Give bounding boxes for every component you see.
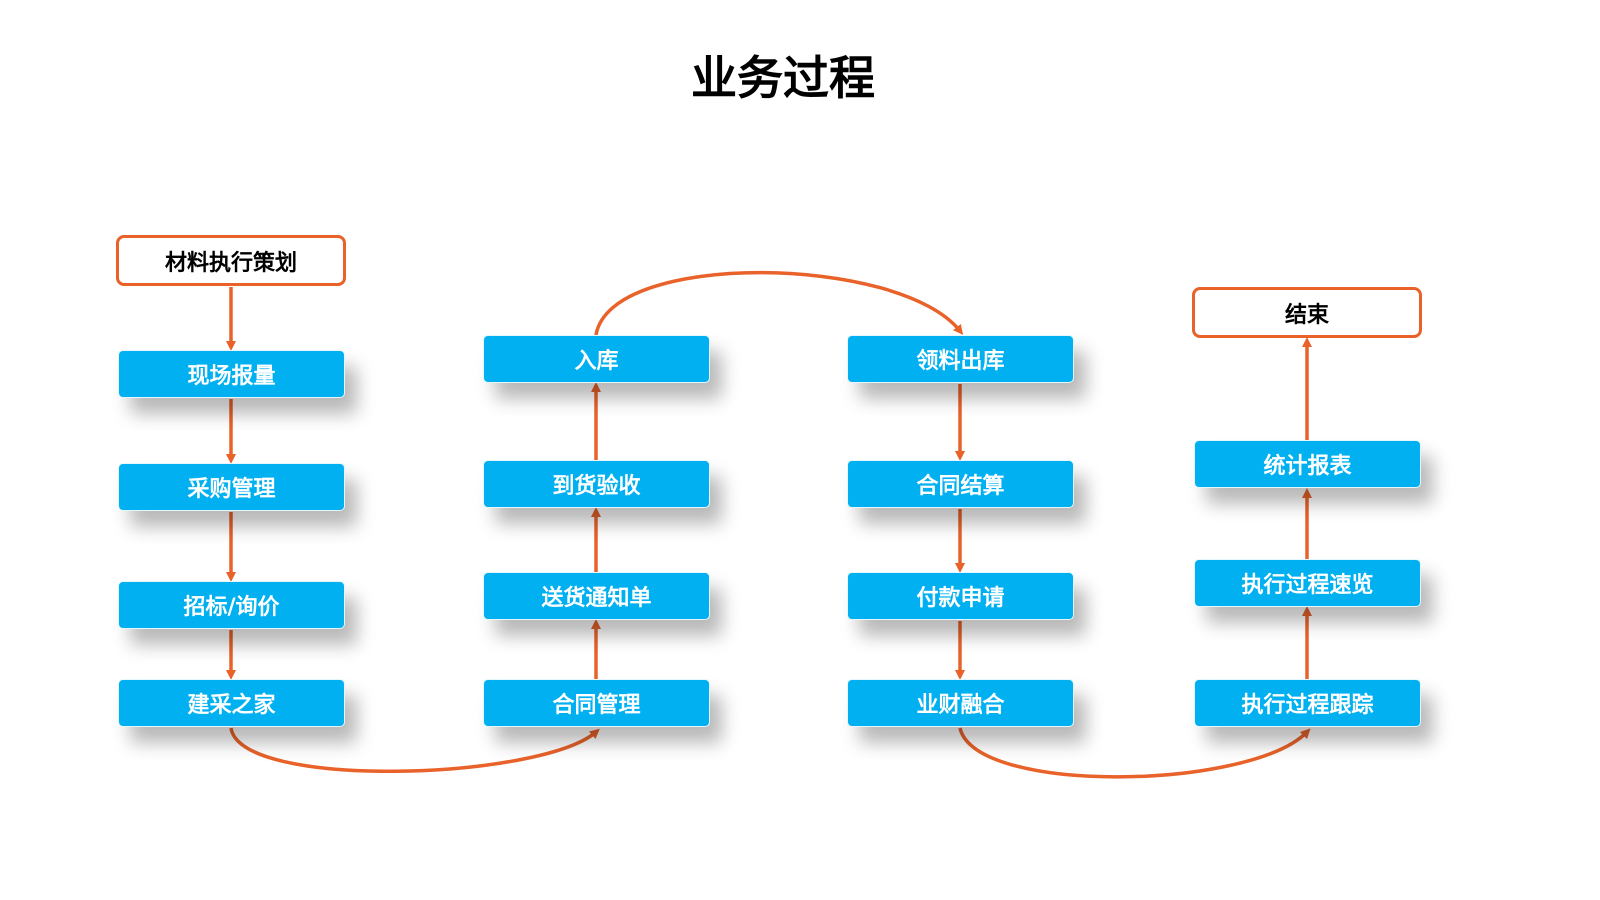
step-node: 统计报表 [1194,440,1421,488]
step-node: 付款申请 [847,572,1074,620]
arrow-curve [229,727,600,774]
step-node: 入库 [483,335,710,383]
step-node: 领料出库 [847,335,1074,383]
page-title: 业务过程 [691,51,875,105]
step-node: 执行过程跟踪 [1194,679,1421,727]
step-node: 合同结算 [847,460,1074,508]
arrow-curve [594,270,964,336]
step-node: 招标/询价 [118,581,345,629]
step-node: 到货验收 [483,460,710,508]
step-node: 建采之家 [118,679,345,727]
end-node: 结束 [1192,287,1422,338]
step-node: 采购管理 [118,463,345,511]
start-node: 材料执行策划 [116,235,346,286]
step-node: 现场报量 [118,350,345,398]
step-node: 合同管理 [483,679,710,727]
arrow-curve [958,727,1311,779]
step-node: 执行过程速览 [1194,559,1421,607]
step-node: 送货通知单 [483,572,710,620]
step-node: 业财融合 [847,679,1074,727]
